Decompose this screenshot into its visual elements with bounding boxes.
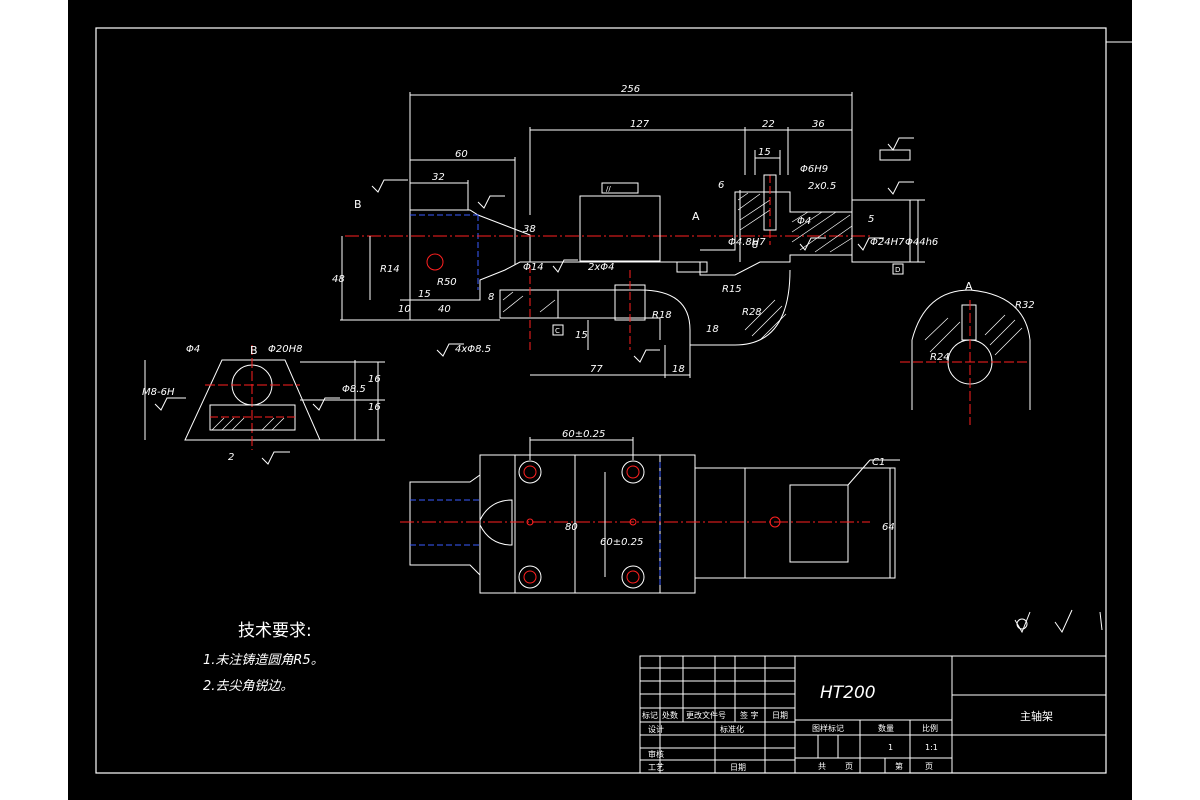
dim-dia-24h7: Φ24H7: [870, 237, 905, 248]
dim-16a: 16: [368, 374, 381, 385]
dim-80: 80: [565, 522, 578, 533]
drawing-background: [68, 0, 1132, 800]
dim-32: 32: [432, 172, 445, 183]
dim-r18: R18: [652, 310, 672, 321]
dim-36: 36: [812, 119, 825, 130]
dim-chamfer-2x05: 2x0.5: [808, 181, 836, 192]
part-name: 主轴架: [1020, 709, 1053, 723]
roughness-symbols: [154, 137, 1103, 634]
weight-label: 数量: [878, 723, 894, 733]
dim-dia-20h8: Φ20H8: [268, 344, 302, 355]
dim-dia-4b: Φ4: [186, 344, 200, 355]
dim-2: 2: [228, 452, 234, 463]
section-view-a: [900, 289, 1031, 425]
title-block-texts: HT200 主轴架 标记 处数 更改文件号 签 字 日期 设计 标准化 审核 工…: [642, 683, 1053, 772]
dim-r15: R15: [722, 284, 742, 295]
dim-r32: R32: [1015, 300, 1035, 311]
dim-fit-6h9: Φ6H9: [800, 164, 828, 175]
scale-label: 比例: [922, 723, 938, 733]
datum-c-label: C: [555, 327, 560, 335]
top-view: [400, 437, 900, 594]
col-doc: 更改文件号: [686, 710, 726, 720]
dim-127: 127: [630, 119, 650, 130]
dim-dia-44h6: Φ44h6: [905, 237, 938, 248]
dim-r14: R14: [380, 264, 400, 275]
dim-6: 6: [718, 180, 724, 191]
standard-label: 标准化: [720, 724, 744, 734]
technical-notes: 技术要求: 1.未注铸造圆角R5。 2.去尖角锐边。: [203, 621, 324, 694]
dim-8b: 8: [488, 292, 494, 303]
dim-22: 22: [762, 119, 775, 130]
dim-8a: 8: [752, 240, 758, 251]
dim-18b: 18: [672, 364, 685, 375]
sheet-page-label: 页: [925, 762, 933, 771]
geo-tolerance-symbol: //: [606, 185, 611, 193]
notes-item-2: 2.去尖角锐边。: [203, 679, 293, 694]
dim-38: 38: [523, 224, 536, 235]
total-label: 共: [818, 762, 826, 771]
dim-10: 10: [398, 304, 411, 315]
dim-15c: 15: [575, 330, 588, 341]
dim-pitch-60b: 60±0.25: [600, 537, 643, 548]
dim-r24: R24: [930, 352, 950, 363]
geo-tolerance-box-3: [879, 149, 911, 161]
datum-d-label: D: [895, 266, 900, 274]
scale-value: 1:1: [925, 743, 938, 752]
process-label: 工艺: [648, 763, 664, 772]
dim-48: 48: [332, 274, 345, 285]
section-b-title: B: [250, 344, 258, 357]
dim-thread-m8: M8-6H: [142, 387, 175, 398]
dim-r50: R50: [437, 277, 457, 288]
dim-holes-4x85: 4xΦ8.5: [455, 344, 491, 355]
col-date: 日期: [772, 711, 788, 720]
drawing-frame: [95, 27, 1107, 774]
dim-dia-48h7: Φ4.8H7: [728, 237, 766, 248]
view-labels: B A A B C D //: [250, 185, 973, 357]
dim-256: 256: [621, 84, 640, 95]
notes-title: 技术要求:: [238, 621, 312, 641]
view-arrow-b-label: B: [354, 198, 362, 211]
material-label: HT200: [820, 683, 876, 703]
dim-18: 18: [706, 324, 719, 335]
page-label: 页: [845, 762, 853, 771]
front-view: [340, 92, 925, 378]
designer-label: 设计: [648, 724, 664, 734]
dim-77: 77: [590, 364, 603, 375]
col-mark: 标记: [642, 710, 658, 720]
title-block: [639, 655, 1107, 774]
geo-tolerance-box: [601, 182, 639, 194]
datum-d-box: [892, 263, 904, 275]
dim-64: 64: [882, 522, 895, 533]
dim-16b: 16: [368, 402, 381, 413]
dim-chamfer-c1: C1: [872, 457, 885, 468]
review-label: 审核: [648, 749, 664, 759]
dim-dia-4: Φ4: [797, 216, 811, 227]
view-arrow-a-label: A: [692, 210, 700, 223]
dimension-texts: 256 127 22 36 60 32 15 6 Φ6H9 2x0.5 5 Φ4…: [142, 84, 1035, 548]
datum-c-box: [552, 324, 564, 336]
dim-5: 5: [868, 214, 874, 225]
dim-dia-85: Φ8.5: [342, 384, 366, 395]
sheet-label: 第: [895, 761, 903, 771]
side-view-b: [144, 345, 385, 450]
date-label: 日期: [730, 763, 746, 772]
dim-r28: R28: [742, 307, 762, 318]
stage-label: 图样标记: [812, 723, 844, 733]
dim-pitch-60a: 60±0.25: [562, 429, 605, 440]
dim-60: 60: [455, 149, 468, 160]
dim-15b: 15: [418, 289, 431, 300]
dim-40: 40: [438, 304, 451, 315]
geo-tolerance-box-2: [676, 261, 708, 273]
col-sign: 签 字: [740, 710, 759, 720]
col-count: 处数: [662, 710, 678, 720]
dim-hole-2x4: 2xΦ4: [588, 262, 615, 273]
dim-dia-14: Φ14: [523, 262, 544, 273]
dim-15a: 15: [758, 147, 771, 158]
section-a-title: A: [965, 280, 973, 293]
notes-item-1: 1.未注铸造圆角R5。: [203, 653, 324, 668]
qty-value: 1: [888, 743, 893, 752]
